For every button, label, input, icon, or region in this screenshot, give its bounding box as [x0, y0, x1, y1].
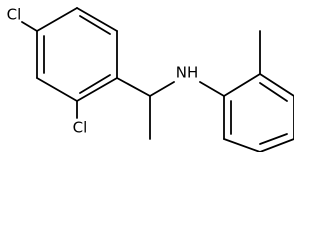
right-benzene-ring [223, 73, 294, 152]
bond [76, 77, 118, 102]
chemical-structure-diagram: Cl Cl NH [7, 6, 294, 152]
bond-nh-to-ring [199, 81, 225, 97]
bond [76, 7, 118, 32]
double-bond-inner [259, 133, 288, 145]
bond [36, 77, 78, 102]
bond-to-cl-top [21, 21, 38, 32]
cl-top-label: Cl [7, 6, 22, 24]
bond [223, 138, 261, 152]
double-bond-inner [259, 82, 288, 102]
nh-label: NH [176, 64, 199, 82]
bond [259, 138, 294, 152]
cl-bottom-label: Cl [73, 119, 88, 137]
double-bond-inner [79, 74, 111, 94]
left-benzene-ring [36, 7, 118, 102]
bond [36, 7, 78, 32]
double-bond-inner [79, 15, 111, 35]
structure-canvas: Cl Cl NH [6, 5, 294, 152]
bond-ch-to-nh [149, 81, 175, 97]
bond [259, 73, 294, 97]
bond [223, 73, 261, 97]
bond-ring-to-ch [116, 77, 151, 97]
